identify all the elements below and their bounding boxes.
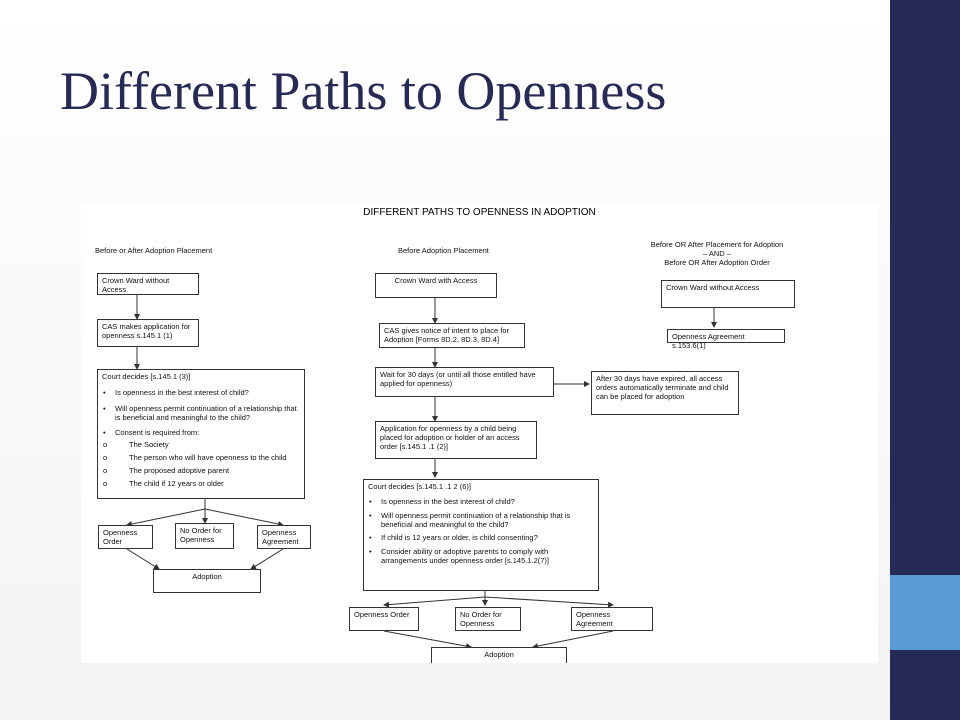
left-cas-application-text: CAS makes application for openness s.145… — [102, 322, 191, 340]
middle-court-bullet: Consider ability or adoptive parents to … — [381, 547, 550, 565]
decorative-band-bottom — [890, 650, 960, 720]
middle-crown-ward-box: Crown Ward with Access — [375, 273, 497, 298]
left-court-title: Court decides [s.145.1 (3)] — [102, 372, 191, 381]
right-column-header-line2: – AND – — [703, 249, 731, 258]
flowchart-connectors — [126, 295, 717, 650]
left-openness-order-box: Openness Order — [98, 525, 153, 549]
diagram-title: DIFFERENT PATHS TO OPENNESS IN ADOPTION — [363, 207, 596, 218]
middle-court-title: Court decides [s.145.1 .1 2 (6)] — [368, 482, 471, 491]
middle-court-bullet: Is openness in the best interest of chil… — [381, 497, 515, 506]
middle-cas-notice-box: CAS gives notice of intent to place for … — [379, 323, 525, 348]
consent-marker: o — [103, 479, 108, 488]
middle-adoption-box: Adoption — [431, 647, 567, 663]
consent-marker: o — [103, 440, 108, 449]
slide-title: Different Paths to Openness — [60, 61, 667, 121]
middle-court-bullet: If child is 12 years or older, is child … — [381, 533, 538, 542]
middle-after-30-days-box: After 30 days have expired, all access o… — [591, 371, 739, 415]
left-adoption-box: Adoption — [153, 569, 261, 593]
consent-marker: o — [103, 466, 108, 475]
middle-openness-order-box: Openness Order — [349, 607, 419, 631]
left-no-order-box: No Order for Openness — [175, 523, 234, 549]
right-openness-agreement-box: Openness Agreement s.153.6(1) — [667, 329, 785, 350]
consent-marker: o — [103, 453, 108, 462]
middle-court-bullet: Will openness permit continuation of a r… — [381, 511, 571, 529]
left-court-bullet: Consent is required from: — [115, 428, 200, 437]
left-court-box: Court decides [s.145.1 (3)] — [97, 369, 305, 499]
flowchart-image: DIFFERENT PATHS TO OPENNESS IN ADOPTION … — [81, 203, 878, 663]
middle-application-box: Application for openness by a child bein… — [375, 421, 537, 459]
left-court-bullet: Will openness permit continuation of a r… — [115, 404, 297, 422]
left-crown-ward-text: Crown Ward without Access — [102, 276, 170, 294]
middle-court-box: Court decides [s.145.1 .1 2 (6)] — [363, 479, 599, 591]
consent-item: The child if 12 years or older — [129, 479, 224, 488]
left-openness-agreement-box: Openness Agreement — [257, 525, 311, 549]
middle-column-header: Before Adoption Placement — [398, 246, 489, 255]
right-column-header-line3: Before OR After Adoption Order — [664, 258, 770, 267]
left-column-header: Before or After Adoption Placement — [95, 246, 213, 255]
decorative-band-accent — [890, 575, 960, 650]
decorative-band-top — [890, 0, 960, 575]
consent-item: The person who will have openness to the… — [129, 453, 287, 462]
middle-openness-agreement-box: Openness Agreement — [571, 607, 653, 631]
left-crown-ward-box: Crown Ward without Access — [97, 273, 199, 295]
consent-item: The Society — [129, 440, 169, 449]
middle-no-order-box: No Order for Openness — [455, 607, 521, 631]
right-column-header-line1: Before OR After Placement for Adoption — [650, 240, 784, 249]
middle-wait-box: Wait for 30 days (or until all those ent… — [375, 367, 554, 397]
consent-item: The proposed adoptive parent — [129, 466, 230, 475]
left-cas-application-box: CAS makes application for openness s.145… — [97, 319, 199, 347]
left-court-bullet: Is openness in the best interest of chil… — [115, 388, 249, 397]
right-crown-ward-box: Crown Ward without Access — [661, 280, 795, 308]
